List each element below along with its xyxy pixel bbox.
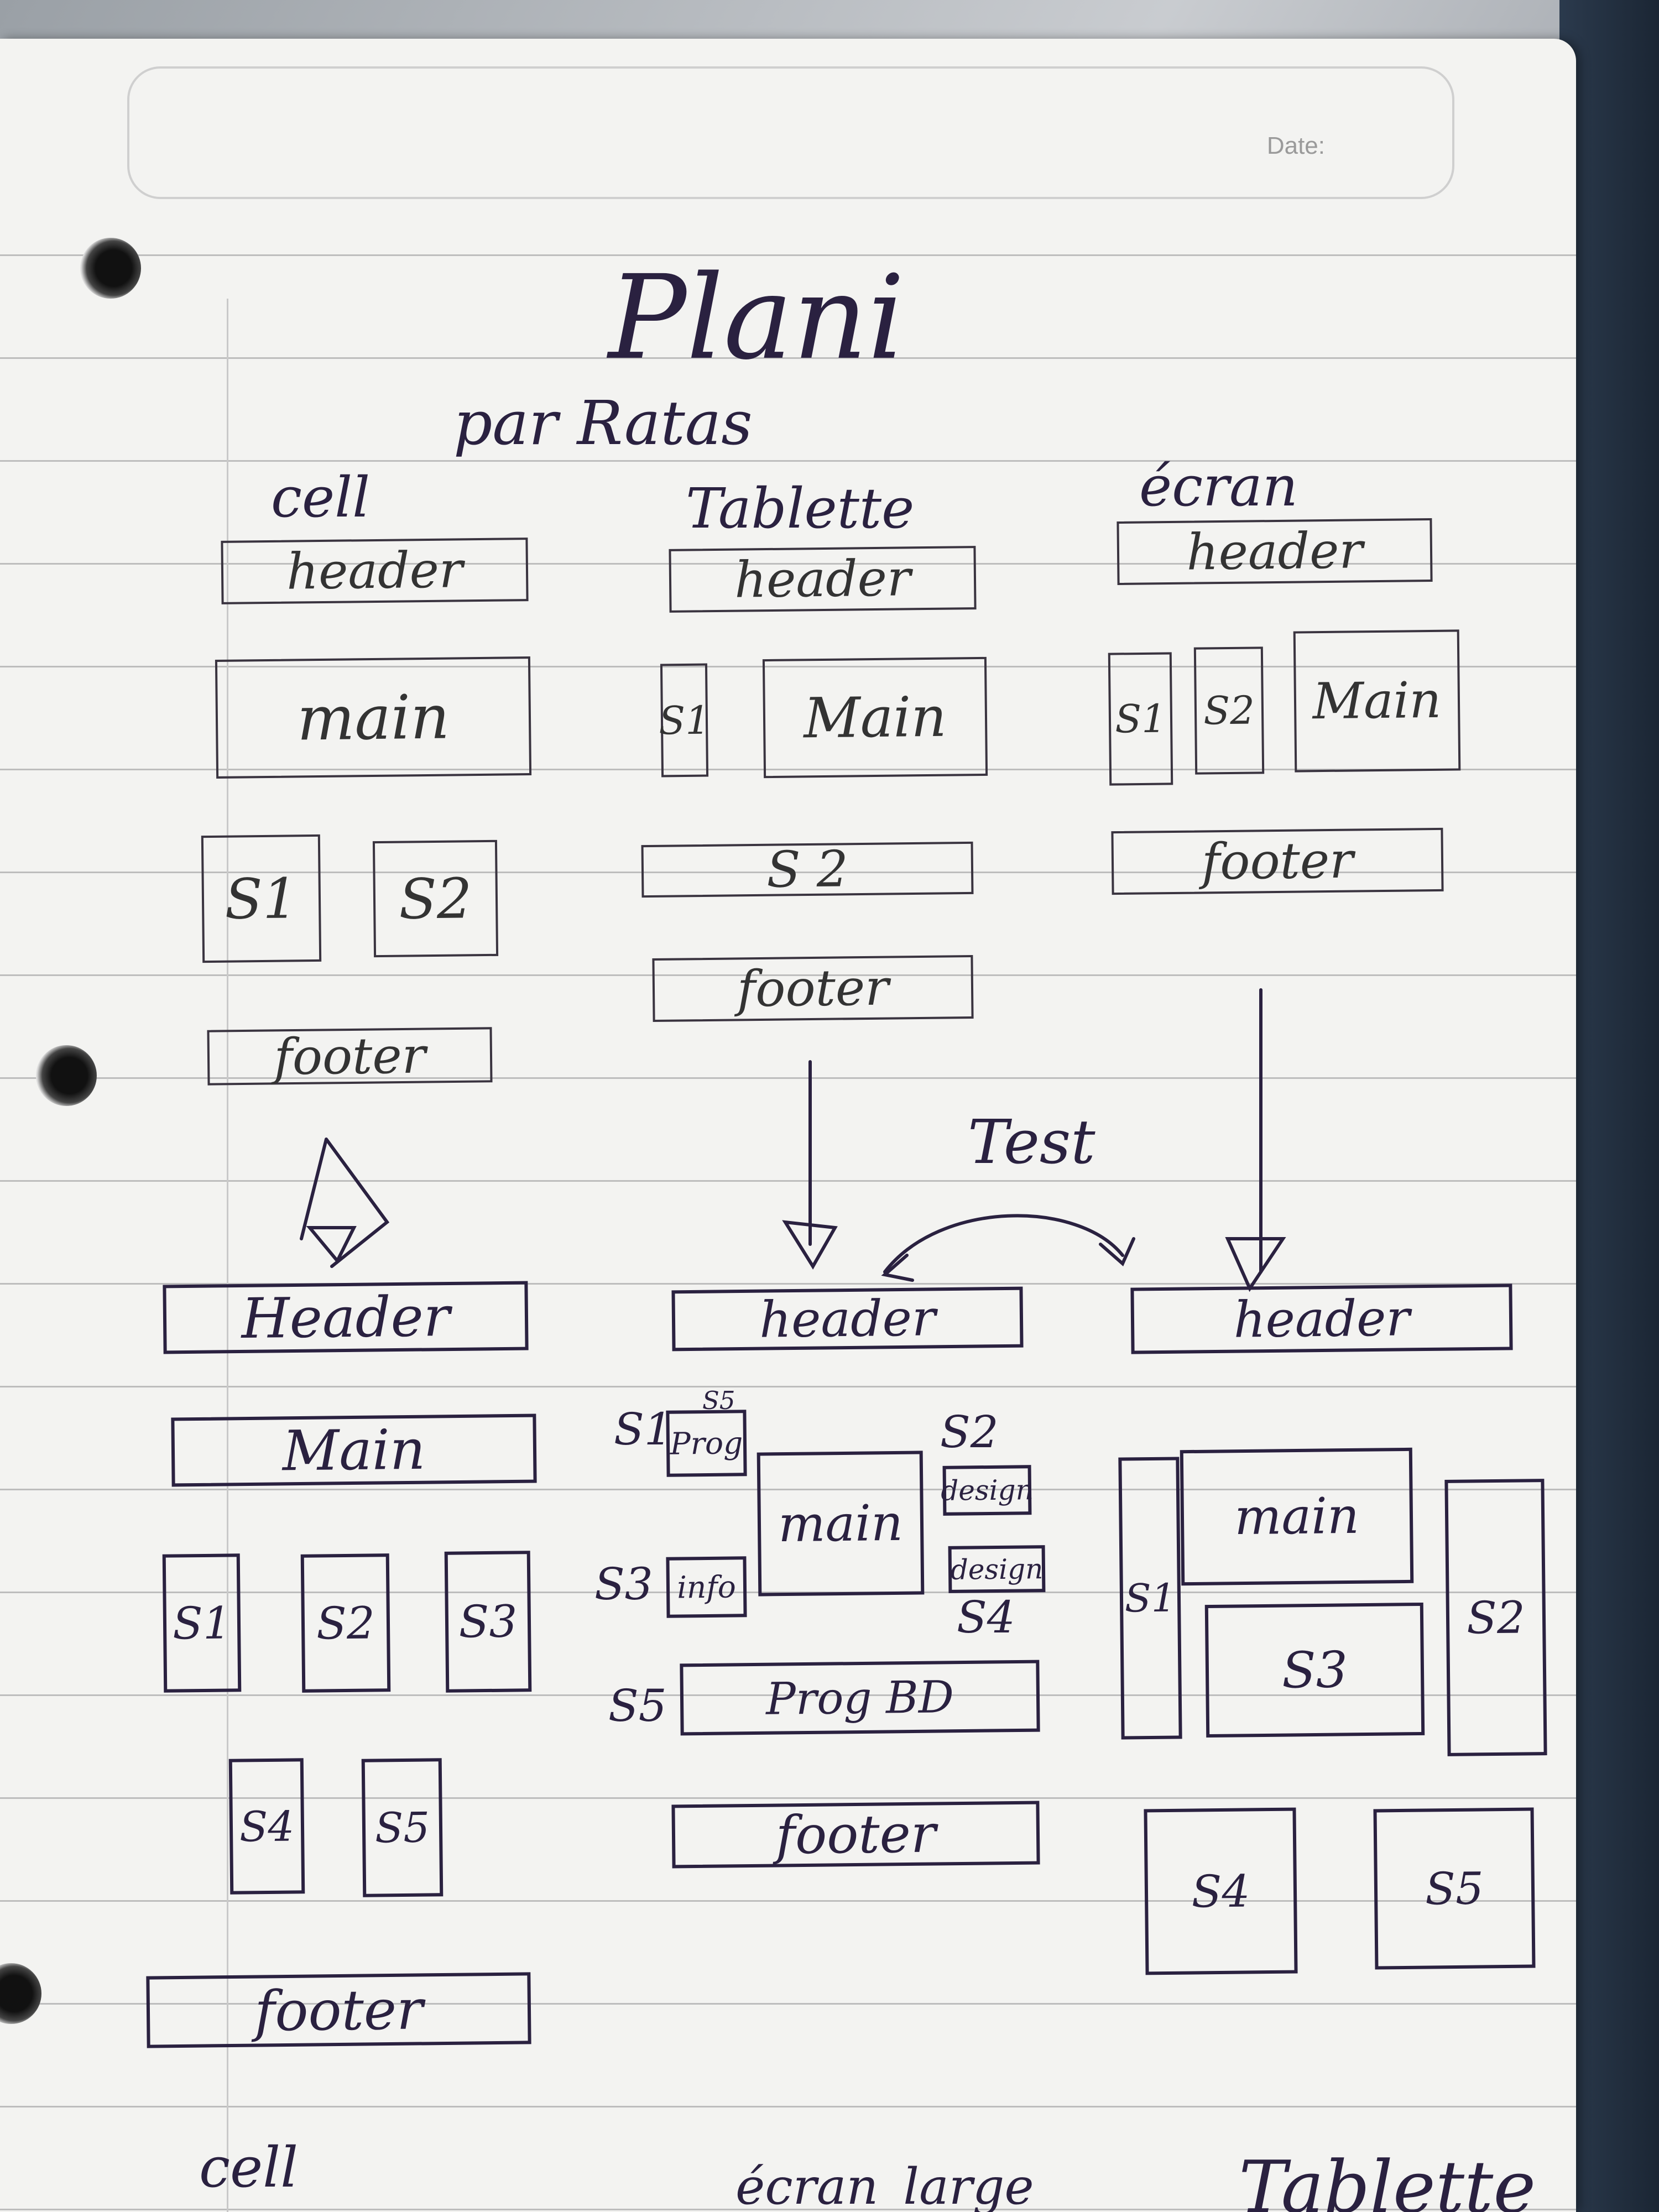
- ruled-line: [0, 1077, 1576, 1079]
- ruled-line: [0, 2106, 1576, 2107]
- sketch2-tablette-header: header: [671, 1286, 1024, 1352]
- sketch2-tablette-main: main: [757, 1451, 925, 1597]
- ruled-line: [0, 1592, 1576, 1593]
- arrow-cell-scribble: [300, 1138, 390, 1268]
- column-label-tablette: Tablette: [686, 476, 915, 541]
- date-box: Date:: [127, 66, 1454, 199]
- sketch2-cell-footer: footer: [146, 1972, 531, 2048]
- bottom-label-ecran-large: écran_large: [735, 2158, 1034, 2212]
- sketch2-cell-s5: S5: [361, 1758, 444, 1897]
- sketch2-ecran-main: main: [1180, 1447, 1414, 1586]
- sketch2-ecran-s4: S4: [1144, 1807, 1298, 1975]
- page-subtitle: par Ratas: [453, 388, 753, 458]
- sketch2-cell-s1: S1: [162, 1553, 242, 1693]
- sketch2-tablette-s3-label: S3: [594, 1558, 653, 1610]
- sketch2-cell-s2: S2: [300, 1553, 391, 1693]
- sketch2-tablette-s2-label: S2: [940, 1406, 999, 1458]
- sketch2-tablette-footer: footer: [671, 1801, 1040, 1869]
- sketch2-cell-main: Main: [171, 1413, 537, 1487]
- date-label: Date:: [1266, 132, 1325, 159]
- bottom-label-cell: cell: [199, 2135, 299, 2200]
- ruled-line: [0, 1489, 1576, 1490]
- sketch2-ecran-s1: S1: [1118, 1457, 1182, 1740]
- binder-hole-top: [80, 238, 141, 299]
- sketch2-cell-s3: S3: [444, 1551, 532, 1693]
- column-label-ecran: écran: [1139, 454, 1298, 519]
- sketch2-tablette-prog-bd: Prog BD: [680, 1660, 1040, 1736]
- sketch2-tablette-s5-small: S5: [702, 1386, 735, 1415]
- ruled-line: [0, 1900, 1576, 1902]
- ruled-line: [0, 1283, 1576, 1285]
- sketch2-tablette-info: info: [666, 1556, 747, 1618]
- arrow-cell-head: [306, 1226, 357, 1264]
- sketch-arrows: [300, 988, 1286, 1292]
- test-label: Test: [968, 1107, 1095, 1177]
- margin-line: [227, 299, 228, 2212]
- ruled-line: [0, 974, 1576, 976]
- sketch2-ecran-header: header: [1130, 1284, 1513, 1354]
- sketch2-ecran-s2: S2: [1444, 1479, 1547, 1756]
- ruled-line: [0, 1180, 1576, 1182]
- ruled-line: [0, 2003, 1576, 2005]
- arrow-test-curve: [883, 1214, 1124, 1274]
- sketch2-cell-s4: S4: [228, 1758, 305, 1895]
- ruled-line: [0, 357, 1576, 359]
- ruled-line: [0, 460, 1576, 462]
- notebook-page: Date: Plani par Ratas cell Tablette écra…: [0, 39, 1576, 2212]
- arrow-ecran-head: [1225, 1237, 1286, 1292]
- sketch2-tablette-s5-label: S5: [608, 1680, 667, 1731]
- notebook-cover-edge: [1559, 0, 1659, 2212]
- arrow-tablette-head: [782, 1220, 838, 1270]
- bottom-label-tablette: Tablette: [1239, 2145, 1536, 2212]
- sketch2-tablette-design-top: design: [941, 1465, 1034, 1516]
- ruled-line: [0, 563, 1576, 565]
- ruled-line: [0, 2209, 1576, 2210]
- ruled-line: [0, 872, 1576, 873]
- ruled-line: [0, 666, 1576, 667]
- sketch2-ecran-s3: S3: [1204, 1602, 1425, 1738]
- sketch2-ecran-s5: S5: [1373, 1807, 1536, 1970]
- page-title: Plani: [608, 250, 905, 385]
- ruled-line: [0, 1797, 1576, 1799]
- arrow-test-head-left: [881, 1254, 914, 1282]
- arrow-test-head-right: [1099, 1237, 1135, 1266]
- ruled-line: [0, 254, 1576, 256]
- ruled-line: [0, 769, 1576, 770]
- column-label-cell: cell: [271, 465, 371, 530]
- binder-hole-middle: [36, 1045, 97, 1106]
- ruled-line: [0, 1694, 1576, 1696]
- sketch2-tablette-prog: Prog: [666, 1410, 747, 1477]
- sketch2-tablette-design-bottom: design: [948, 1545, 1046, 1593]
- sketch2-tablette-s1-label: S1: [614, 1404, 672, 1455]
- sketch2-cell-header: Header: [163, 1281, 529, 1354]
- sketch2-tablette-s4-label: S4: [957, 1592, 1015, 1643]
- ruled-line: [0, 1386, 1576, 1387]
